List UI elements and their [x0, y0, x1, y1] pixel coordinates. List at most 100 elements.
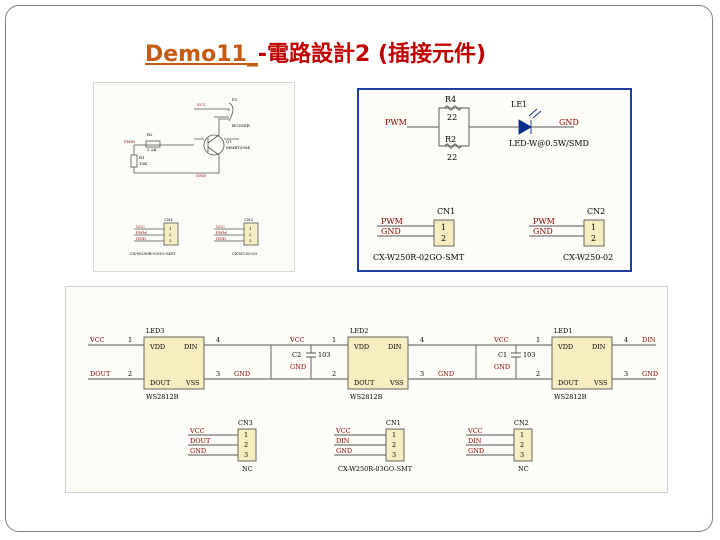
net-vcc: VCC [289, 336, 305, 344]
cn2-pin-num: 3 [520, 451, 524, 459]
led-schematic-panel: R4 22 R2 22 PWM LE1 GND LED-W@0.5W/SMD C… [357, 88, 632, 272]
buzzer-symbol [228, 102, 234, 122]
pin-num: 3 [624, 370, 628, 378]
cn1-pin-num: 2 [441, 234, 446, 243]
r1-ref: R1 [139, 155, 145, 160]
cn1-pin-num: 3 [169, 238, 172, 243]
cn2-ref: CN2 [244, 217, 254, 222]
led-schematic: R4 22 R2 22 PWM LE1 GND LED-W@0.5W/SMD C… [373, 95, 613, 262]
cn1-pin-label: PWM [136, 230, 147, 235]
slide-title: Demo11_-電路設計2 (插接元件) [145, 36, 486, 72]
buzzer-schematic-panel: VCC PWM GND R2 2.2K R1 10K Q1 MMBT3904 P… [93, 82, 295, 272]
resistor-r1 [130, 154, 138, 168]
cn2-pin-label: PWM [533, 217, 555, 226]
cn1-ref: CN1 [164, 217, 173, 222]
pin-num: 4 [624, 336, 628, 344]
cn2-pin-label: GND [216, 236, 226, 241]
buzzer-schematic: VCC PWM GND R2 2.2K R1 10K Q1 MMBT3904 P… [124, 97, 259, 256]
led-rays [528, 108, 542, 119]
cn2-ref: CN2 [587, 207, 605, 216]
cn1-pin-label: GND [381, 227, 401, 236]
net-vcc: VCC [493, 336, 509, 344]
led1-part: WS2812B [554, 393, 587, 401]
cn2-pin-label: DIN [468, 437, 482, 445]
cn1-pin-num: 1 [392, 431, 396, 439]
cn3-pin-num: 2 [244, 441, 248, 449]
cn2-pin-label: VCC [215, 224, 225, 229]
pin-num: 2 [128, 370, 132, 378]
title-subtitle: -電路設計2 (插接元件) [257, 42, 487, 67]
net-vcc: VCC [196, 102, 206, 107]
net-pwm: PWM [124, 139, 135, 144]
title-demo: Demo11_ [145, 42, 258, 67]
cn3-wires [188, 434, 238, 456]
c2-value: 103 [318, 351, 330, 359]
led3-wires [88, 344, 271, 380]
cn3-ref: CN3 [238, 419, 253, 427]
led2-chip [347, 336, 409, 390]
p1-part: BUZZER [232, 123, 251, 128]
net-gnd: GND [290, 363, 306, 371]
cn2-wires [214, 228, 244, 242]
r-top-value: 22 [447, 113, 457, 122]
pin-vss: VSS [593, 379, 608, 387]
pin-num: 2 [332, 370, 336, 378]
led-diode [518, 119, 532, 135]
pin-num: 1 [128, 336, 132, 344]
pin-num: 3 [420, 370, 424, 378]
pin-num: 1 [536, 336, 540, 344]
cn1-wires [377, 225, 434, 237]
net-gnd: GND [494, 363, 510, 371]
net-gnd: GND [559, 118, 579, 127]
cn1-pin-num: 1 [169, 226, 172, 231]
cn1-footprint: CX-W250R-03GO-SMT [130, 251, 176, 256]
c2-ref: C2 [292, 351, 301, 359]
r-bottom-value: 22 [447, 153, 457, 162]
resistor-bottom [444, 143, 462, 149]
wire [214, 108, 230, 111]
cn1-wires [334, 434, 386, 456]
resistor-r2 [145, 140, 161, 148]
q1-ref: Q1 [226, 139, 232, 144]
led1-chip [551, 336, 613, 390]
r2-ref: R2 [147, 132, 153, 137]
cn2-pin-label: VCC [467, 427, 483, 435]
cn2-footprint: CX-W250-02 [563, 253, 613, 262]
pin-num: 2 [536, 370, 540, 378]
resistor-top [444, 105, 462, 111]
net-vcc: VCC [89, 336, 105, 344]
pin-din: DIN [388, 343, 402, 351]
cn1-pin-label: DIN [336, 437, 350, 445]
cn1-pin-num: 2 [392, 441, 396, 449]
cn3-pin-num: 3 [244, 451, 248, 459]
r2-value: 2.2K [147, 147, 157, 152]
led1-wires [475, 344, 656, 380]
cn3-pin-label: VCC [189, 427, 205, 435]
cn2-pin-num: 1 [520, 431, 524, 439]
ws2812b-schematic-panel: LED3 WS2812B VDD DIN DOUT VSS VCC DOUT G… [65, 286, 668, 493]
pin-dout: DOUT [558, 379, 579, 387]
pin-vdd: VDD [149, 343, 165, 351]
ws2812b-schematic: LED3 WS2812B VDD DIN DOUT VSS VCC DOUT G… [88, 327, 658, 473]
pin-dout: DOUT [150, 379, 171, 387]
cn3-footprint: NC [242, 465, 253, 473]
cn2-body [583, 219, 605, 247]
cn1-pin-label: VCC [135, 224, 145, 229]
cn2-pin-label: PWM [216, 230, 227, 235]
pin-num: 1 [332, 336, 336, 344]
cn1-ref: CN1 [386, 419, 401, 427]
cn1-body [433, 219, 455, 247]
wire [407, 107, 514, 147]
net-din: DIN [642, 336, 656, 344]
led2-wires [270, 344, 476, 380]
cn3-pin-num: 1 [244, 431, 248, 439]
net-gnd: GND [642, 370, 658, 378]
led2-part: WS2812B [350, 393, 383, 401]
cn1-pin-num: 1 [441, 223, 446, 232]
cn1-ref: CN1 [437, 207, 455, 216]
net-pwm: PWM [385, 118, 407, 127]
pin-vdd: VDD [557, 343, 573, 351]
cn2-body [243, 222, 259, 246]
cn1-pin-label: VCC [335, 427, 351, 435]
led3-chip [143, 336, 205, 390]
